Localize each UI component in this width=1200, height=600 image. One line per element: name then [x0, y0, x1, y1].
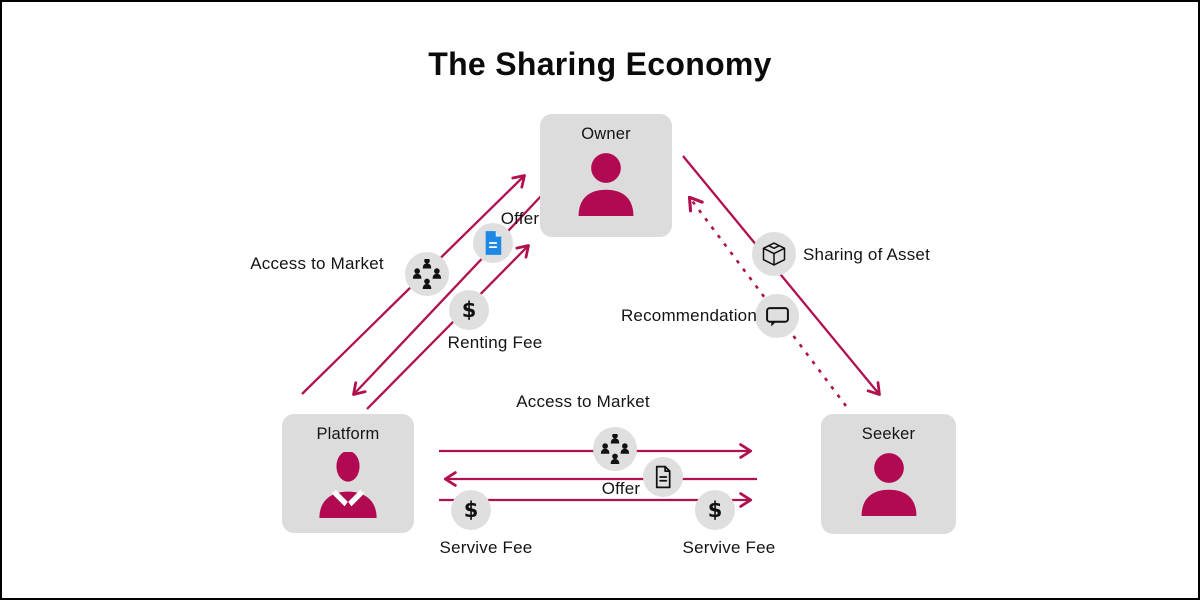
document-icon-outline — [643, 457, 683, 497]
people-group-icon — [593, 427, 637, 471]
dollar-icon: $ — [449, 290, 489, 330]
node-owner: Owner — [540, 114, 672, 237]
label-access-to-market-bottom: Access to Market — [516, 392, 650, 411]
dollar-sign: $ — [463, 498, 479, 522]
person-icon — [861, 453, 916, 516]
arrow-owner-to-platform-offer — [352, 193, 544, 396]
arrow-seeker-to-owner-recommendation — [687, 195, 848, 407]
people-group-icon — [405, 252, 449, 296]
speech-bubble-icon — [755, 294, 799, 338]
label-service-fee-right: Servive Fee — [682, 538, 776, 557]
label-service-fee-left: Servive Fee — [439, 538, 533, 557]
dollar-icon: $ — [451, 490, 491, 530]
label-recommendation: Recommendation — [620, 306, 757, 325]
person-icon — [578, 153, 634, 216]
label-offer-bottom: Offer — [601, 479, 641, 498]
label-renting-fee: Renting Fee — [447, 333, 543, 352]
label-offer-left: Offer — [500, 209, 540, 228]
label-access-to-market-left: Access to Market — [250, 254, 384, 273]
node-platform-label: Platform — [316, 425, 380, 443]
page-title: The Sharing Economy — [428, 46, 772, 82]
node-owner-label: Owner — [581, 125, 631, 143]
dollar-sign: $ — [461, 298, 477, 322]
node-seeker-label: Seeker — [861, 425, 916, 443]
package-icon — [752, 232, 796, 276]
node-platform: Platform — [282, 414, 414, 533]
businessman-icon — [319, 452, 377, 518]
dollar-sign: $ — [707, 498, 723, 522]
document-icon-blue — [473, 223, 513, 263]
arrow-owner-to-seeker-sharing — [682, 155, 881, 396]
label-sharing-of-asset: Sharing of Asset — [803, 245, 930, 264]
node-seeker: Seeker — [821, 414, 956, 534]
arrow-platform-to-owner-renting-fee — [366, 244, 530, 410]
dollar-icon: $ — [695, 490, 735, 530]
